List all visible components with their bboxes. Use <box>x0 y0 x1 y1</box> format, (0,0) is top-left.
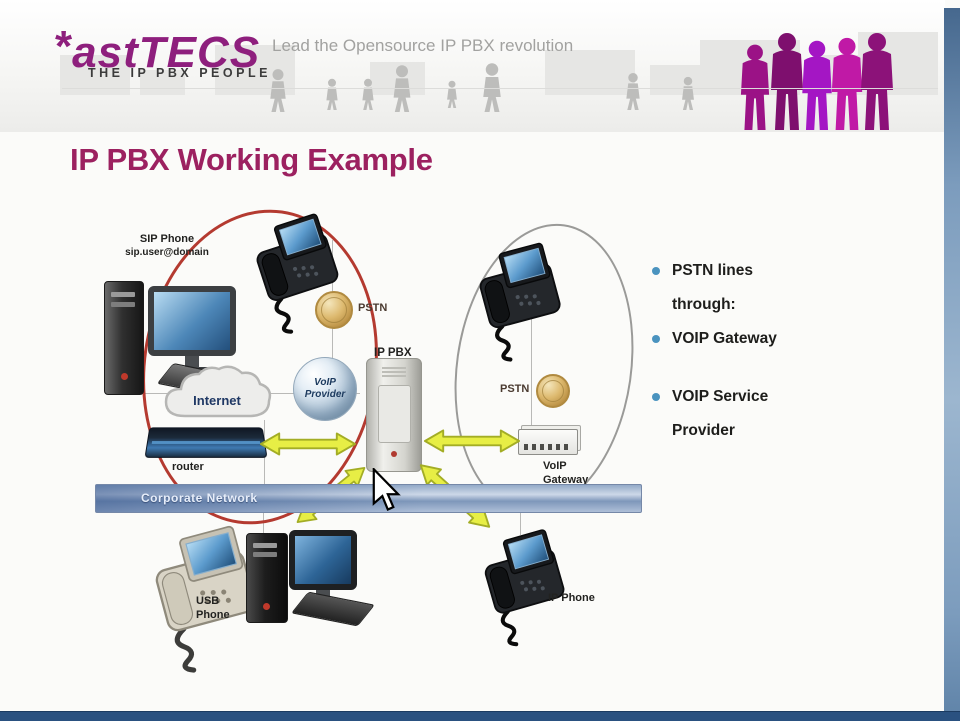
sip-phone-address: sip.user@domain <box>125 246 209 258</box>
bullet-item: VOIP Service Provider <box>650 380 812 448</box>
voip-provider-label: VoIP Provider <box>304 377 346 400</box>
pstn-right-label: PSTN <box>500 383 530 395</box>
connector-line <box>520 511 521 535</box>
voip-gateway-label: VoIP Gateway <box>543 460 589 486</box>
usb-phone-label: USB Phone <box>196 595 230 621</box>
voip-gateway-icon <box>518 429 578 455</box>
internet-cloud-icon: Internet <box>164 365 272 418</box>
keyboard-icon <box>291 591 375 627</box>
header-divider <box>62 88 938 89</box>
double-arrow-icon <box>424 429 520 453</box>
bullet-list: PSTN lines through: VOIP Gateway VOIP Se… <box>650 254 812 448</box>
ip-phone-icon <box>256 213 339 334</box>
desktop-tower-icon <box>104 281 144 395</box>
pstn-coin-icon <box>536 374 570 408</box>
corporate-network-bar: Corporate Network <box>95 484 642 513</box>
ip-phone-icon <box>484 529 565 647</box>
bullet-item: PSTN lines through: <box>650 254 812 322</box>
header-banner: *astTECS THE IP PBX PEOPLE Lead the Open… <box>0 0 945 132</box>
logo-text: astTECS <box>72 28 261 77</box>
sip-phone-title: SIP Phone <box>139 233 195 245</box>
network-diagram: SIP Phone sip.user@domain PSTN Internet … <box>0 194 945 673</box>
window-bottom-border <box>0 711 960 721</box>
internet-label: Internet <box>193 393 241 408</box>
ip-phone-icon <box>479 242 561 362</box>
desktop-tower-icon <box>246 533 288 623</box>
asterisk-icon: * <box>55 22 73 71</box>
router-icon <box>144 427 268 458</box>
voip-provider-sphere: VoIP Provider <box>293 357 357 421</box>
ip-phone-label: IP Phone <box>548 592 595 604</box>
usb-phone-icon <box>155 525 256 673</box>
window-right-border <box>944 8 960 720</box>
router-label: router <box>172 461 204 473</box>
monitor-icon <box>148 286 236 356</box>
double-arrow-icon <box>260 432 356 456</box>
logo-tagline: THE IP PBX PEOPLE <box>88 66 271 80</box>
header-slogan: Lead the Opensource IP PBX revolution <box>272 36 574 55</box>
ip-pbx-server-icon <box>366 358 422 472</box>
pstn-top-label: PSTN <box>358 302 388 314</box>
page-title: IP PBX Working Example <box>70 142 433 177</box>
monitor-icon <box>289 530 357 590</box>
corporate-network-label: Corporate Network <box>141 491 258 505</box>
sip-phone-label: SIP Phone sip.user@domain <box>108 233 226 259</box>
pstn-coin-icon <box>315 291 353 329</box>
ip-pbx-label: IP PBX <box>374 347 412 359</box>
connector-line <box>531 255 532 430</box>
company-logo: *astTECS <box>55 22 260 78</box>
mouse-cursor-icon <box>372 468 401 512</box>
bullet-item: VOIP Gateway <box>650 322 812 356</box>
connector-line <box>263 511 264 536</box>
business-people-silhouettes <box>740 33 893 131</box>
